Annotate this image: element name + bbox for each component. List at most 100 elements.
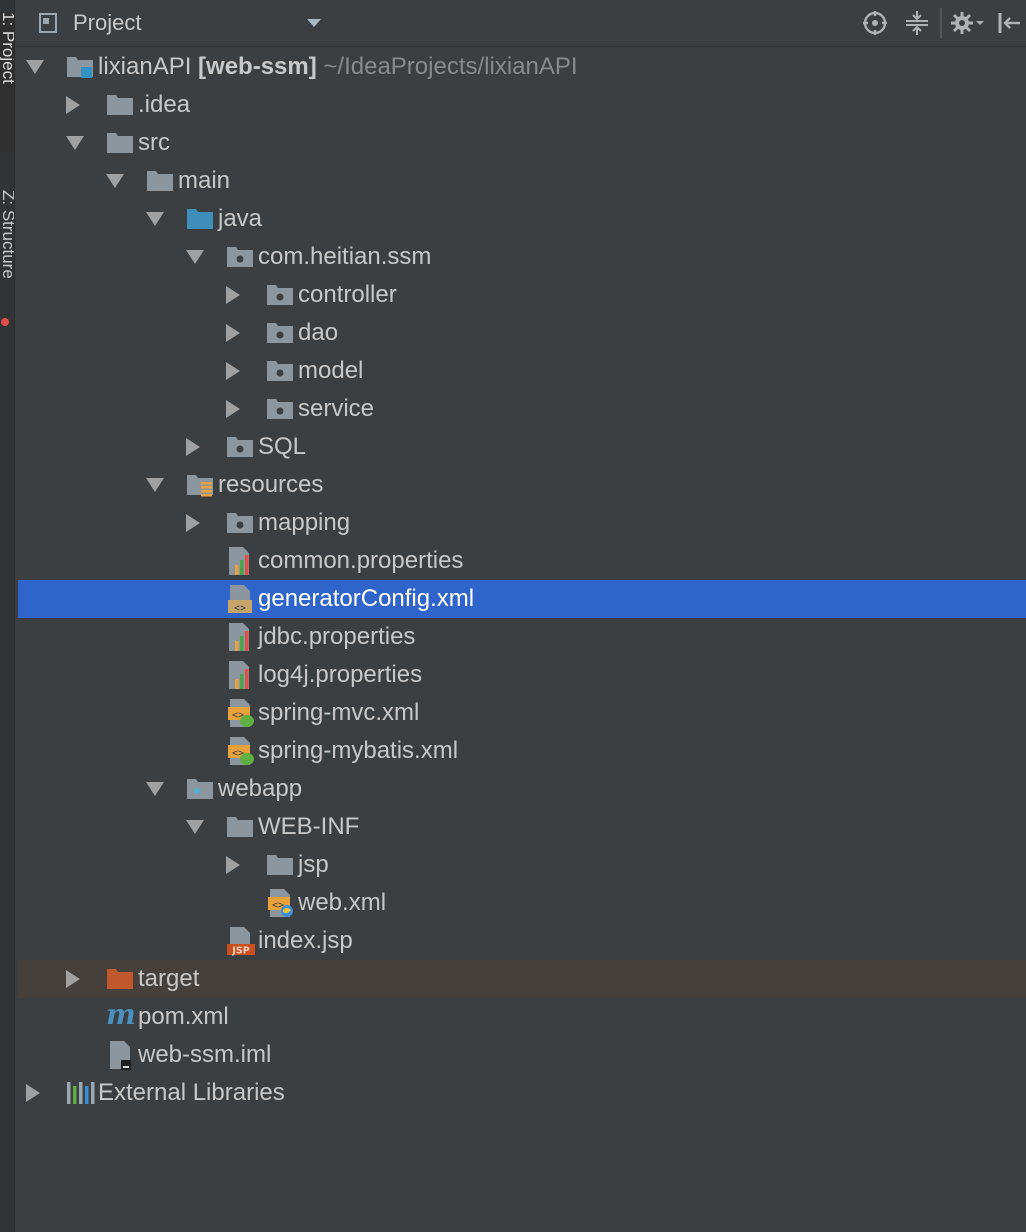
chevron-down-icon[interactable] — [146, 212, 164, 226]
tree-row-name: jsp — [298, 851, 329, 878]
tree-row[interactable]: jdbc.properties — [18, 618, 1026, 656]
tree-row-name: service — [298, 395, 375, 422]
tree-row-name: web.xml — [298, 889, 387, 916]
folder-icon — [106, 128, 134, 156]
tree-row-label: WEB-INF — [258, 813, 359, 841]
spring-xml-icon: <> — [226, 736, 254, 765]
gear-icon[interactable] — [950, 6, 984, 40]
tree-row-label: jsp — [298, 851, 329, 879]
tree-row[interactable]: log4j.properties — [18, 656, 1026, 694]
tree-row[interactable]: lixianAPI [web-ssm] ~/IdeaProjects/lixia… — [18, 48, 1026, 86]
tree-row[interactable]: External Libraries — [18, 1074, 1026, 1112]
chevron-down-icon[interactable] — [106, 174, 124, 188]
web-xml-icon: <> — [266, 888, 294, 917]
tree-row[interactable]: webapp — [18, 770, 1026, 808]
chevron-right-icon[interactable] — [226, 286, 240, 304]
tree-row-name: controller — [298, 281, 397, 308]
tree-row-label: common.properties — [258, 547, 463, 575]
tree-row[interactable]: <> spring-mybatis.xml — [18, 732, 1026, 770]
tree-row[interactable]: common.properties — [18, 542, 1026, 580]
tree-row[interactable]: main — [18, 162, 1026, 200]
properties-file-icon — [226, 546, 254, 575]
tree-row-name: lixianAPI — [98, 53, 192, 80]
tree-row-name: spring-mybatis.xml — [258, 737, 459, 764]
tree-row-label: generatorConfig.xml — [258, 585, 474, 613]
svg-text:JSP: JSP — [231, 946, 249, 957]
chevron-down-icon[interactable] — [146, 782, 164, 796]
chevron-right-icon[interactable] — [186, 438, 200, 456]
tree-row-label: mapping — [258, 509, 350, 537]
tree-row[interactable]: java — [18, 200, 1026, 238]
tree-row[interactable]: web-ssm.iml — [18, 1036, 1026, 1074]
folder-icon — [226, 812, 254, 840]
svg-text:<>: <> — [234, 603, 246, 614]
chevron-down-icon[interactable] — [186, 820, 204, 834]
package-icon — [266, 356, 294, 384]
chevron-right-icon[interactable] — [66, 970, 80, 988]
tool-tab-project[interactable]: 1: Project — [0, 12, 14, 152]
chevron-down-icon[interactable] — [186, 250, 204, 264]
tree-row-label: dao — [298, 319, 338, 347]
header-separator — [940, 8, 942, 38]
chevron-right-icon[interactable] — [226, 324, 240, 342]
tree-row[interactable]: jsp — [18, 846, 1026, 884]
tree-row-name: pom.xml — [138, 1003, 229, 1030]
chevron-down-icon[interactable] — [146, 478, 164, 492]
maven-icon: m — [106, 998, 136, 1031]
tree-row-label: model — [298, 357, 363, 385]
tree-row-name: SQL — [258, 433, 307, 460]
tree-row[interactable]: mapping — [18, 504, 1026, 542]
tree-row-label: jdbc.properties — [258, 623, 415, 651]
chevron-down-icon[interactable] — [66, 136, 84, 150]
tree-row[interactable]: resources — [18, 466, 1026, 504]
tree-row-label: pom.xml — [138, 1003, 229, 1031]
chevron-right-icon[interactable] — [226, 400, 240, 418]
structure-indicator-icon — [1, 318, 9, 326]
toolwindow-title[interactable]: Project — [73, 10, 142, 35]
jsp-file-icon: JSP — [226, 926, 255, 957]
folder-icon — [106, 90, 134, 118]
chevron-right-icon[interactable] — [66, 96, 80, 114]
tree-row[interactable]: <> web.xml — [18, 884, 1026, 922]
tree-row-label: web.xml — [298, 889, 386, 917]
tree-row[interactable]: WEB-INF — [18, 808, 1026, 846]
tree-row[interactable]: model — [18, 352, 1026, 390]
tree-row-name: resources — [218, 471, 324, 498]
tree-row-name: model — [298, 357, 364, 384]
tree-row-label: SQL — [258, 433, 306, 461]
tree-row[interactable]: .idea — [18, 86, 1026, 124]
tree-row-name: jdbc.properties — [258, 623, 416, 650]
package-icon — [226, 432, 254, 460]
view-dropdown-chevron-down-icon[interactable] — [307, 19, 322, 27]
tree-row[interactable]: com.heitian.ssm — [18, 238, 1026, 276]
tree-row-label: spring-mybatis.xml — [258, 737, 458, 765]
tree-row[interactable]: controller — [18, 276, 1026, 314]
iml-file-icon — [106, 1040, 134, 1070]
tree-row[interactable]: <> generatorConfig.xml — [18, 580, 1026, 618]
tree-row[interactable]: service — [18, 390, 1026, 428]
package-icon — [226, 508, 254, 536]
tree-row[interactable]: src — [18, 124, 1026, 162]
chevron-down-icon[interactable] — [26, 60, 44, 74]
tree-row-name: .idea — [138, 91, 191, 118]
tree-row-name: src — [138, 129, 170, 156]
tree-row[interactable]: target — [18, 960, 1026, 998]
tree-row[interactable]: SQL — [18, 428, 1026, 466]
hide-icon[interactable] — [992, 6, 1026, 40]
module-name: [web-ssm] — [198, 53, 317, 80]
chevron-right-icon[interactable] — [226, 856, 240, 874]
locate-icon[interactable] — [858, 6, 892, 40]
chevron-right-icon[interactable] — [186, 514, 200, 532]
tree-row-name: log4j.properties — [258, 661, 423, 688]
collapse-all-icon[interactable] — [900, 6, 934, 40]
tree-row-label: resources — [218, 471, 323, 499]
chevron-right-icon[interactable] — [26, 1084, 40, 1102]
tree-row[interactable]: <> spring-mvc.xml — [18, 694, 1026, 732]
chevron-right-icon[interactable] — [226, 362, 240, 380]
libraries-icon — [66, 1078, 95, 1106]
tree-row[interactable]: dao — [18, 314, 1026, 352]
tree-row-name: com.heitian.ssm — [258, 243, 432, 270]
tree-row-name: web-ssm.iml — [138, 1041, 272, 1068]
